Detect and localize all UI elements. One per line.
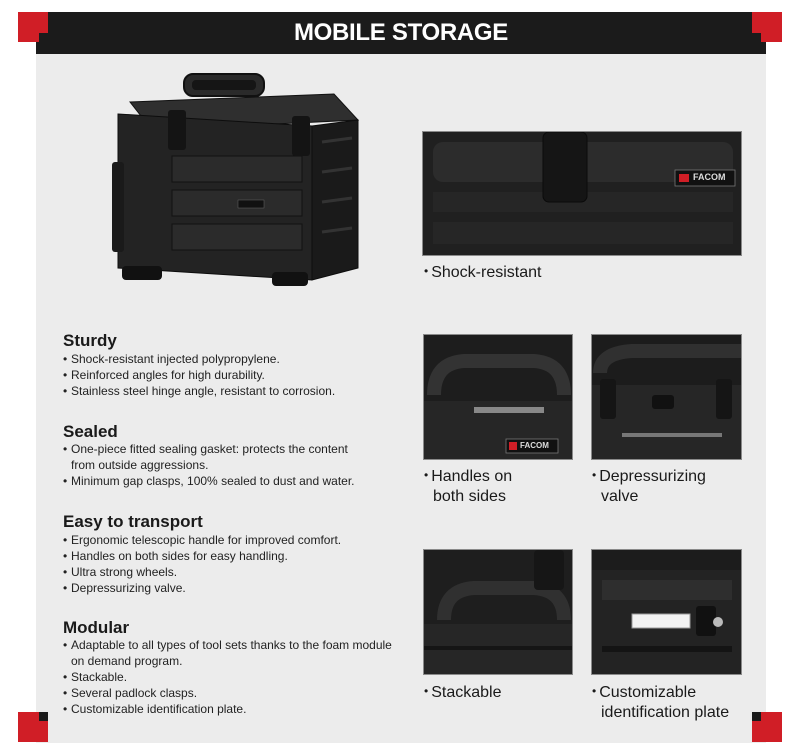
corner-ornament-bottom-right [752,712,782,742]
header-bar [36,12,766,54]
valve-image [592,335,741,459]
list-item: One-piece fitted sealing gasket: protect… [63,441,355,457]
photo-logo-text: FACOM [520,441,549,450]
bullet-dot: • [424,264,429,278]
list-item: Ergonomic telescopic handle for improved… [63,532,341,548]
list-item: Adaptable to all types of tool sets than… [63,637,392,653]
section-title-modular: Modular [63,618,130,637]
list-item: Several padlock clasps. [63,685,392,701]
handles-photo: FACOM [423,334,573,460]
shock-resistant-photo: FACOM [422,131,742,256]
section-list-modular: Adaptable to all types of tool sets than… [63,637,392,717]
section-list-sturdy: Shock-resistant injected polypropylene. … [63,351,335,399]
section-title-sturdy: Sturdy [63,331,117,350]
list-item: Shock-resistant injected polypropylene. [63,351,335,367]
valve-photo [591,334,742,460]
plate-image [592,550,741,674]
section-list-sealed: One-piece fitted sealing gasket: protect… [63,441,355,489]
caption-handles: •Handles on both sides [424,468,513,505]
side-handle-image [424,335,572,459]
stacked-cases-image [424,550,572,674]
caption-shock-resistant: •Shock-resistant [424,264,542,281]
page-title: MOBILE STORAGE [293,19,509,46]
list-item-continued: on demand program. [71,654,183,668]
corner-ornament-top-right [752,12,782,42]
caption-stackable: •Stackable [424,684,502,701]
list-item: Handles on both sides for easy handling. [63,548,341,564]
list-item: Stainless steel hinge angle, resistant t… [63,383,335,399]
section-title-sealed: Sealed [63,422,118,441]
list-item: Customizable identification plate. [63,701,392,717]
tool-case-image [112,73,360,286]
list-item: Ultra strong wheels. [63,564,341,580]
corner-ornament-top-left [18,12,48,42]
caption-valve: •Depressurizing valve [592,468,706,505]
list-item: Reinforced angles for high durability. [63,367,335,383]
section-list-easy-to-transport: Ergonomic telescopic handle for improved… [63,532,341,596]
photo-logo-text: FACOM [693,172,726,182]
stackable-photo [423,549,573,675]
identification-plate-photo [591,549,742,675]
caption-identification-plate: •Customizable identification plate [592,684,730,721]
list-item-continued: from outside aggressions. [71,458,209,472]
corner-ornament-bottom-left [18,712,48,742]
case-closeup-image [423,132,741,255]
list-item: Minimum gap clasps, 100% sealed to dust … [63,473,355,489]
list-item: Stackable. [63,669,392,685]
section-title-easy-to-transport: Easy to transport [63,512,203,531]
list-item: Depressurizing valve. [63,580,341,596]
